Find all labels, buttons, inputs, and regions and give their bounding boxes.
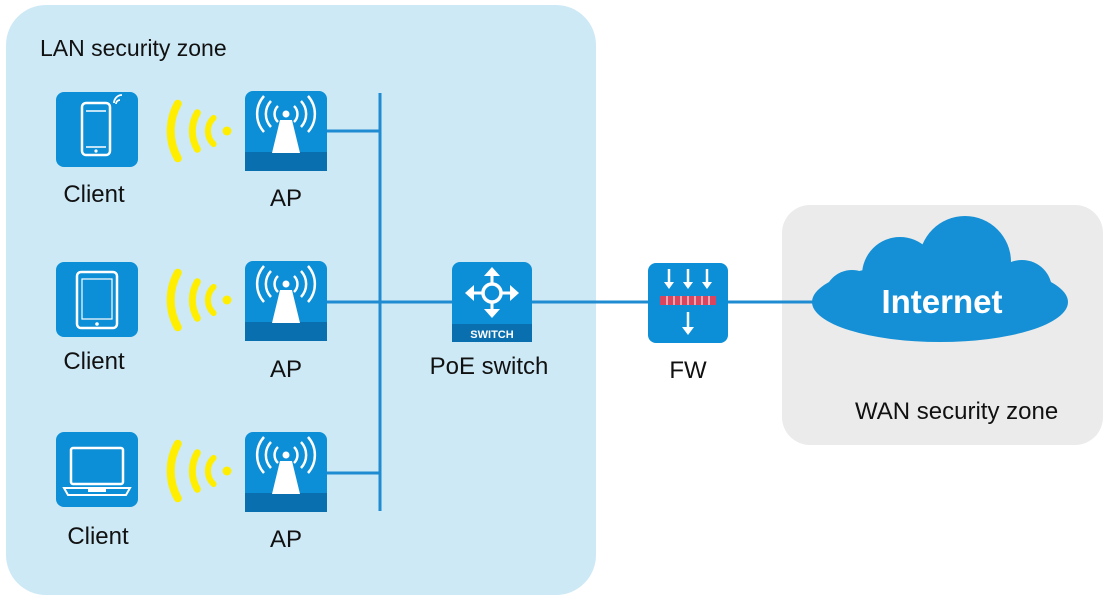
- client-1[interactable]: Client: [56, 92, 138, 208]
- wifi-signal-2-icon: [166, 268, 232, 332]
- client-2[interactable]: Client: [56, 262, 138, 375]
- poe-switch[interactable]: SWITCH PoE switch: [430, 262, 549, 380]
- ap-2-label: AP: [270, 356, 302, 383]
- ap-2[interactable]: AP: [245, 261, 327, 383]
- smartphone-icon: [80, 94, 123, 157]
- internet-label: Internet: [881, 283, 1002, 320]
- firewall-icon: [660, 269, 716, 335]
- lan-zone-label: LAN security zone: [40, 35, 227, 61]
- ap-3-label: AP: [270, 526, 302, 553]
- access-point-icon: [255, 95, 317, 153]
- tablet-icon: [75, 270, 119, 330]
- switch-label: PoE switch: [430, 353, 549, 380]
- wifi-signal-1-icon: [166, 99, 232, 163]
- client-1-label: Client: [63, 181, 125, 208]
- firewall-label: FW: [669, 357, 707, 384]
- ap-3[interactable]: AP: [245, 432, 327, 553]
- client-2-label: Client: [63, 348, 125, 375]
- wifi-signal-3-icon: [166, 439, 232, 503]
- wan-zone-label: WAN security zone: [855, 398, 1058, 425]
- ap-1-label: AP: [270, 185, 302, 212]
- cloud-icon: [812, 216, 1068, 342]
- ap-1[interactable]: AP: [245, 91, 327, 212]
- firewall[interactable]: FW: [648, 263, 728, 384]
- client-3[interactable]: Client: [56, 432, 138, 550]
- client-3-label: Client: [67, 523, 129, 550]
- internet-cloud[interactable]: Internet: [812, 216, 1068, 342]
- client-1-tile: [56, 92, 138, 167]
- access-point-icon: [255, 265, 317, 323]
- switch-badge: SWITCH: [470, 329, 513, 341]
- switch-icon: [465, 267, 519, 318]
- access-point-icon: [255, 436, 317, 494]
- laptop-icon: [62, 446, 132, 496]
